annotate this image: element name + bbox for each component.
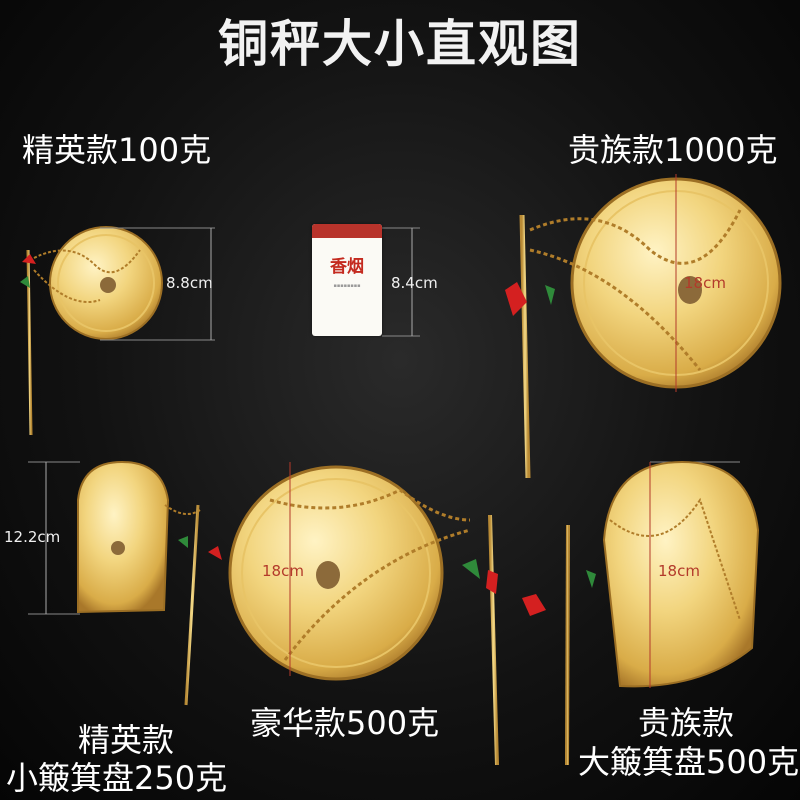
cigarette-pack-band <box>312 224 382 238</box>
cigarette-pack-brand: 香烟 <box>330 257 364 277</box>
elite-scoop-250g-scale <box>28 460 222 706</box>
noble-1000g-scale <box>505 174 782 479</box>
tassel-green <box>545 285 555 305</box>
label-noble-scoop-line1: 贵族款 <box>638 704 735 742</box>
measure-scoop-large: 18cm <box>658 562 700 580</box>
measure-luxury-pan: 18cm <box>262 562 304 580</box>
tassel-green <box>20 276 30 288</box>
measure-scoop-small: 12.2cm <box>4 528 61 546</box>
scoop-pan <box>77 460 170 614</box>
tassel-red <box>22 254 36 264</box>
beam-rod <box>488 514 499 766</box>
page-title: 铜秤大小直观图 <box>218 15 582 73</box>
beam-rod <box>565 524 570 766</box>
label-elite-scoop-line1: 精英款 <box>78 721 175 759</box>
noble-scoop-500g-scale <box>522 460 760 766</box>
scoop-pan <box>602 460 760 688</box>
beam-rod <box>184 504 200 706</box>
cigarette-pack-fineprint: ▪▪▪▪▪▪▪▪ <box>333 283 361 289</box>
measure-elite-pan: 8.8cm <box>166 274 213 292</box>
cigarette-pack-reference: 香烟 ▪▪▪▪▪▪▪▪ <box>312 224 382 336</box>
measure-cigarette: 8.4cm <box>391 274 438 292</box>
beam-rod <box>519 214 531 479</box>
label-luxury-500g: 豪华款500克 <box>250 704 440 742</box>
tassel-red <box>505 282 527 316</box>
measure-noble-pan: 18cm <box>684 274 726 292</box>
label-noble-scoop-line2: 大簸箕盘500克 <box>578 743 800 781</box>
cigarette-reference-lines <box>382 227 420 337</box>
label-elite-scoop-line2: 小簸箕盘250克 <box>6 759 228 797</box>
label-noble-1000g: 贵族款1000克 <box>568 131 778 169</box>
label-elite-100g: 精英款100克 <box>22 131 212 169</box>
luxury-500g-scale <box>228 462 499 766</box>
beam-rod <box>26 249 33 436</box>
elite-100g-scale <box>20 226 215 436</box>
